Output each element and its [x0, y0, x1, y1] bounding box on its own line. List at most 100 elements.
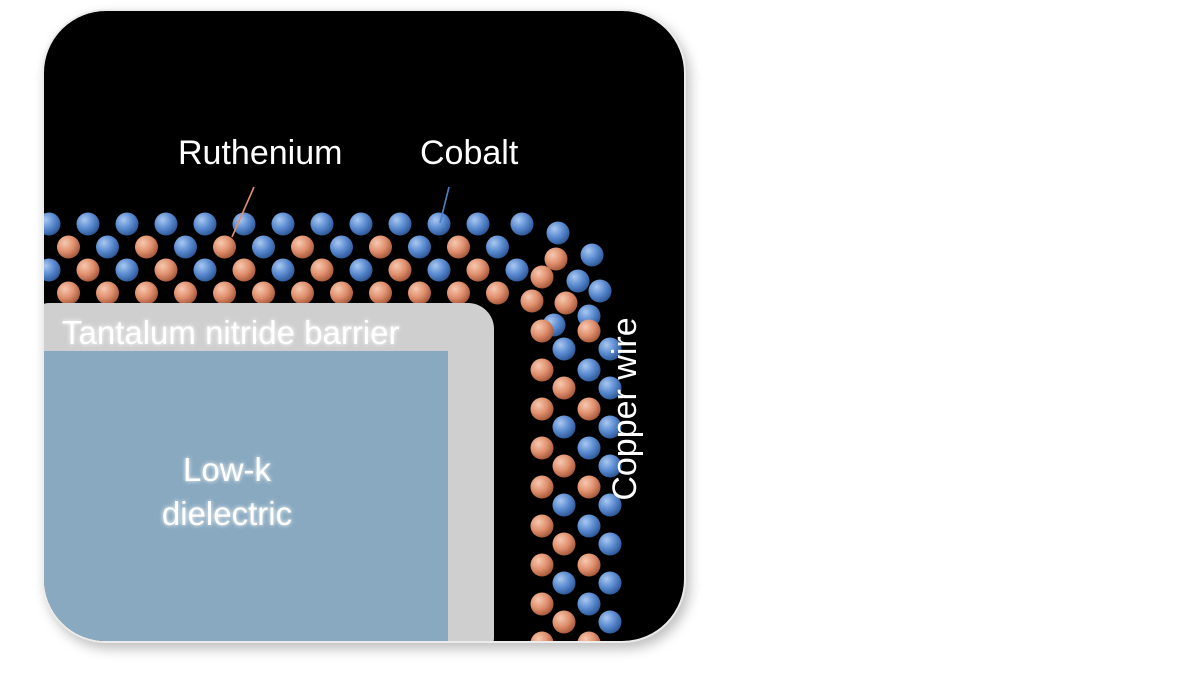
dielectric-label-line1: Low-k — [183, 451, 272, 488]
cobalt-atom — [577, 358, 601, 382]
ruthenium-atom — [174, 281, 197, 305]
cobalt-atom — [486, 235, 509, 259]
ruthenium-atom — [447, 281, 470, 305]
cobalt-atom — [193, 258, 217, 282]
cobalt-atom — [598, 493, 622, 517]
interconnect-cross-section: Ruthenium Cobalt Tantalum nitride barrie… — [42, 9, 686, 643]
diagram-canvas: Ruthenium Cobalt Tantalum nitride barrie… — [44, 134, 644, 641]
cobalt-atom — [598, 415, 622, 439]
cobalt-atom — [598, 571, 622, 595]
ruthenium-atom — [213, 281, 236, 305]
cobalt-atom — [580, 243, 604, 267]
cobalt-atom — [552, 571, 576, 595]
cobalt-atom — [174, 235, 197, 259]
ruthenium-atom — [330, 281, 353, 305]
ruthenium-atom — [552, 454, 576, 478]
cobalt-atom — [232, 212, 256, 236]
ruthenium-atom — [552, 376, 576, 400]
ruthenium-atom — [530, 397, 554, 421]
cobalt-atom — [552, 415, 576, 439]
ruthenium-atom — [577, 319, 601, 343]
ruthenium-atom — [552, 610, 576, 634]
cobalt-atom — [598, 454, 622, 478]
ruthenium-atom — [466, 258, 490, 282]
cobalt-atom — [427, 258, 451, 282]
ruthenium-atom — [369, 235, 392, 259]
cobalt-atom — [44, 258, 61, 282]
cobalt-atom — [115, 258, 139, 282]
ruthenium-atom — [76, 258, 100, 282]
ruthenium-atom — [447, 235, 470, 259]
ruthenium-atom — [252, 281, 275, 305]
ruthenium-label: Ruthenium — [178, 134, 342, 172]
ruthenium-atom — [530, 436, 554, 460]
cobalt-atom — [349, 212, 373, 236]
ruthenium-atom — [530, 553, 554, 577]
ruthenium-atom — [213, 235, 236, 259]
cobalt-atom — [310, 212, 334, 236]
ruthenium-atom — [57, 281, 80, 305]
cobalt-atom — [252, 235, 275, 259]
cobalt-atom — [408, 235, 431, 259]
ruthenium-atom — [135, 281, 158, 305]
ruthenium-atom — [408, 281, 431, 305]
cobalt-label: Cobalt — [420, 134, 519, 172]
ruthenium-atom — [530, 319, 554, 343]
cobalt-atom — [466, 212, 490, 236]
cobalt-atom — [76, 212, 100, 236]
cobalt-atom — [546, 221, 570, 245]
cobalt-atom — [577, 592, 601, 616]
cobalt-atom — [588, 279, 612, 303]
cobalt-atom — [271, 212, 295, 236]
cobalt-atom — [510, 212, 534, 236]
cobalt-leader-line — [439, 186, 450, 224]
ruthenium-atom — [96, 281, 119, 305]
ruthenium-atom — [552, 532, 576, 556]
cobalt-atom — [271, 258, 295, 282]
cobalt-atom — [388, 212, 412, 236]
ruthenium-atom — [291, 281, 314, 305]
cobalt-atom — [566, 269, 590, 293]
ruthenium-atom — [544, 247, 568, 271]
cobalt-atom — [552, 493, 576, 517]
ruthenium-atom — [291, 235, 314, 259]
cobalt-atom — [505, 258, 529, 282]
cobalt-atom — [115, 212, 139, 236]
ruthenium-atom — [577, 475, 601, 499]
barrier-label: Tantalum nitride barrier — [62, 314, 399, 351]
ruthenium-atom — [135, 235, 158, 259]
ruthenium-atom — [577, 631, 601, 641]
cobalt-atom — [598, 610, 622, 634]
cobalt-atom — [577, 514, 601, 538]
ruthenium-atom — [577, 397, 601, 421]
cobalt-atom — [193, 212, 217, 236]
cobalt-atom — [552, 337, 576, 361]
cobalt-atom — [577, 436, 601, 460]
ruthenium-atom — [577, 553, 601, 577]
ruthenium-atom — [554, 291, 578, 315]
ruthenium-atom — [369, 281, 392, 305]
cobalt-atom — [44, 212, 61, 236]
low-k-dielectric-region — [44, 351, 448, 641]
ruthenium-atom — [520, 289, 544, 313]
cobalt-atom — [349, 258, 373, 282]
ruthenium-atom — [57, 235, 80, 259]
cobalt-atom — [96, 235, 119, 259]
ruthenium-atom — [388, 258, 412, 282]
ruthenium-atom — [530, 592, 554, 616]
ruthenium-atom — [486, 281, 509, 305]
ruthenium-atom — [232, 258, 256, 282]
cobalt-atom — [427, 212, 451, 236]
ruthenium-atom — [530, 265, 554, 289]
cobalt-atom — [598, 376, 622, 400]
dielectric-label-line2: dielectric — [162, 495, 292, 532]
ruthenium-atom — [154, 258, 178, 282]
ruthenium-atom — [530, 514, 554, 538]
ruthenium-atom — [310, 258, 334, 282]
cobalt-atom — [598, 337, 622, 361]
atom-layer — [44, 212, 622, 641]
ruthenium-leader-line — [231, 186, 255, 238]
copper-wire-label: Copper wire — [606, 317, 644, 500]
cobalt-atom — [330, 235, 353, 259]
